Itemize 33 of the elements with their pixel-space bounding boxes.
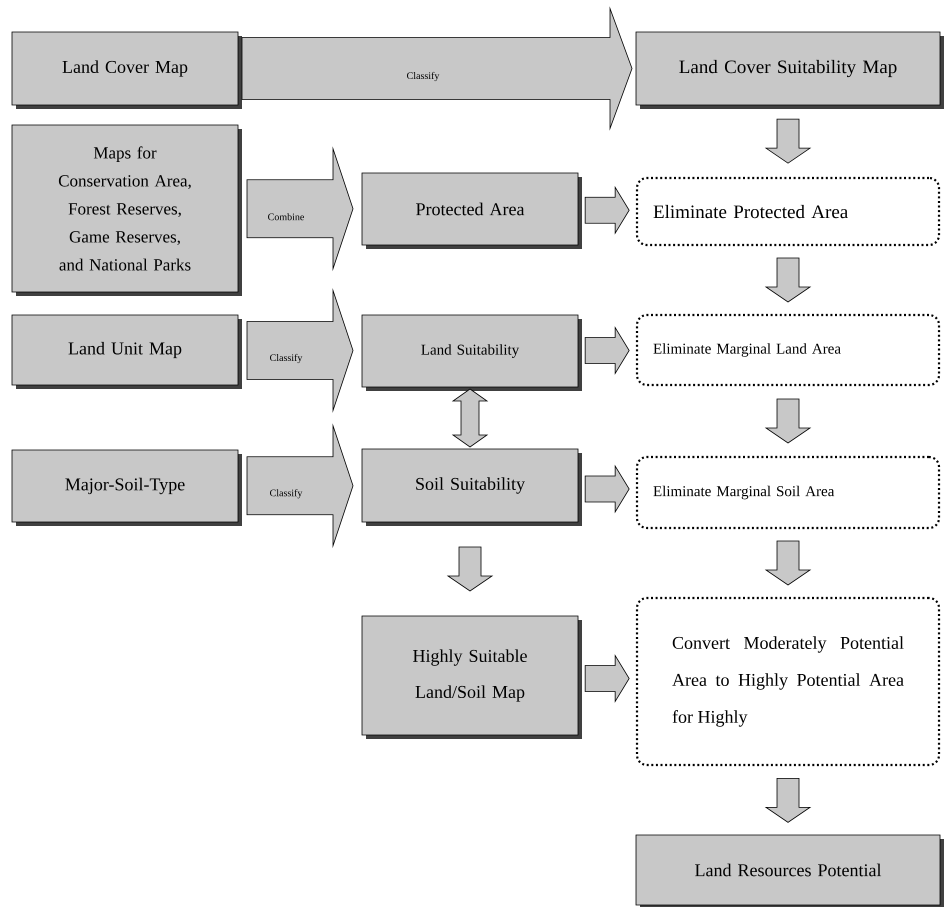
block-arrow: [584, 464, 630, 514]
step-box: Eliminate Marginal Land Area: [636, 314, 940, 386]
block-arrow: [246, 288, 354, 413]
edge-label: Classify: [268, 488, 304, 500]
block-arrow: [764, 118, 812, 164]
process-box: Major-Soil-Type: [12, 450, 242, 526]
block-arrow: [246, 146, 354, 272]
process-box: Maps for Conservation Area, Forest Reserves, Game Reserves, and National Parks: [12, 124, 242, 296]
block-arrow: [764, 398, 812, 444]
edge-label: Classify: [406, 70, 440, 82]
edge-label: Combine: [266, 212, 306, 222]
process-box: Soil Suitability: [362, 448, 582, 526]
process-box: Land Cover Suitability Map: [636, 32, 944, 109]
process-box: Land Suitability: [362, 314, 582, 391]
edge-label: Classify: [268, 352, 304, 364]
step-box: Eliminate Marginal Soil Area: [636, 456, 940, 530]
block-arrow: [764, 540, 812, 586]
block-arrow: [584, 326, 630, 375]
process-box: Land Cover Map: [12, 32, 242, 109]
process-box: Protected Area: [362, 172, 582, 249]
block-arrow: [584, 654, 630, 703]
block-arrow: [452, 388, 488, 448]
process-box: Land Unit Map: [12, 314, 242, 389]
block-arrow: [764, 258, 812, 302]
block-arrow: [242, 6, 632, 131]
block-arrow: [584, 186, 630, 235]
block-arrow: [764, 778, 812, 823]
block-arrow: [246, 423, 354, 548]
block-arrow: [446, 546, 494, 592]
step-box: Convert Moderately Potential Area to Highly Potential Area for Highly: [636, 596, 940, 766]
step-box: Eliminate Protected Area: [636, 176, 940, 246]
process-box: Land Resources Potential: [636, 834, 944, 907]
process-box: Highly Suitable Land/Soil Map: [362, 616, 582, 739]
